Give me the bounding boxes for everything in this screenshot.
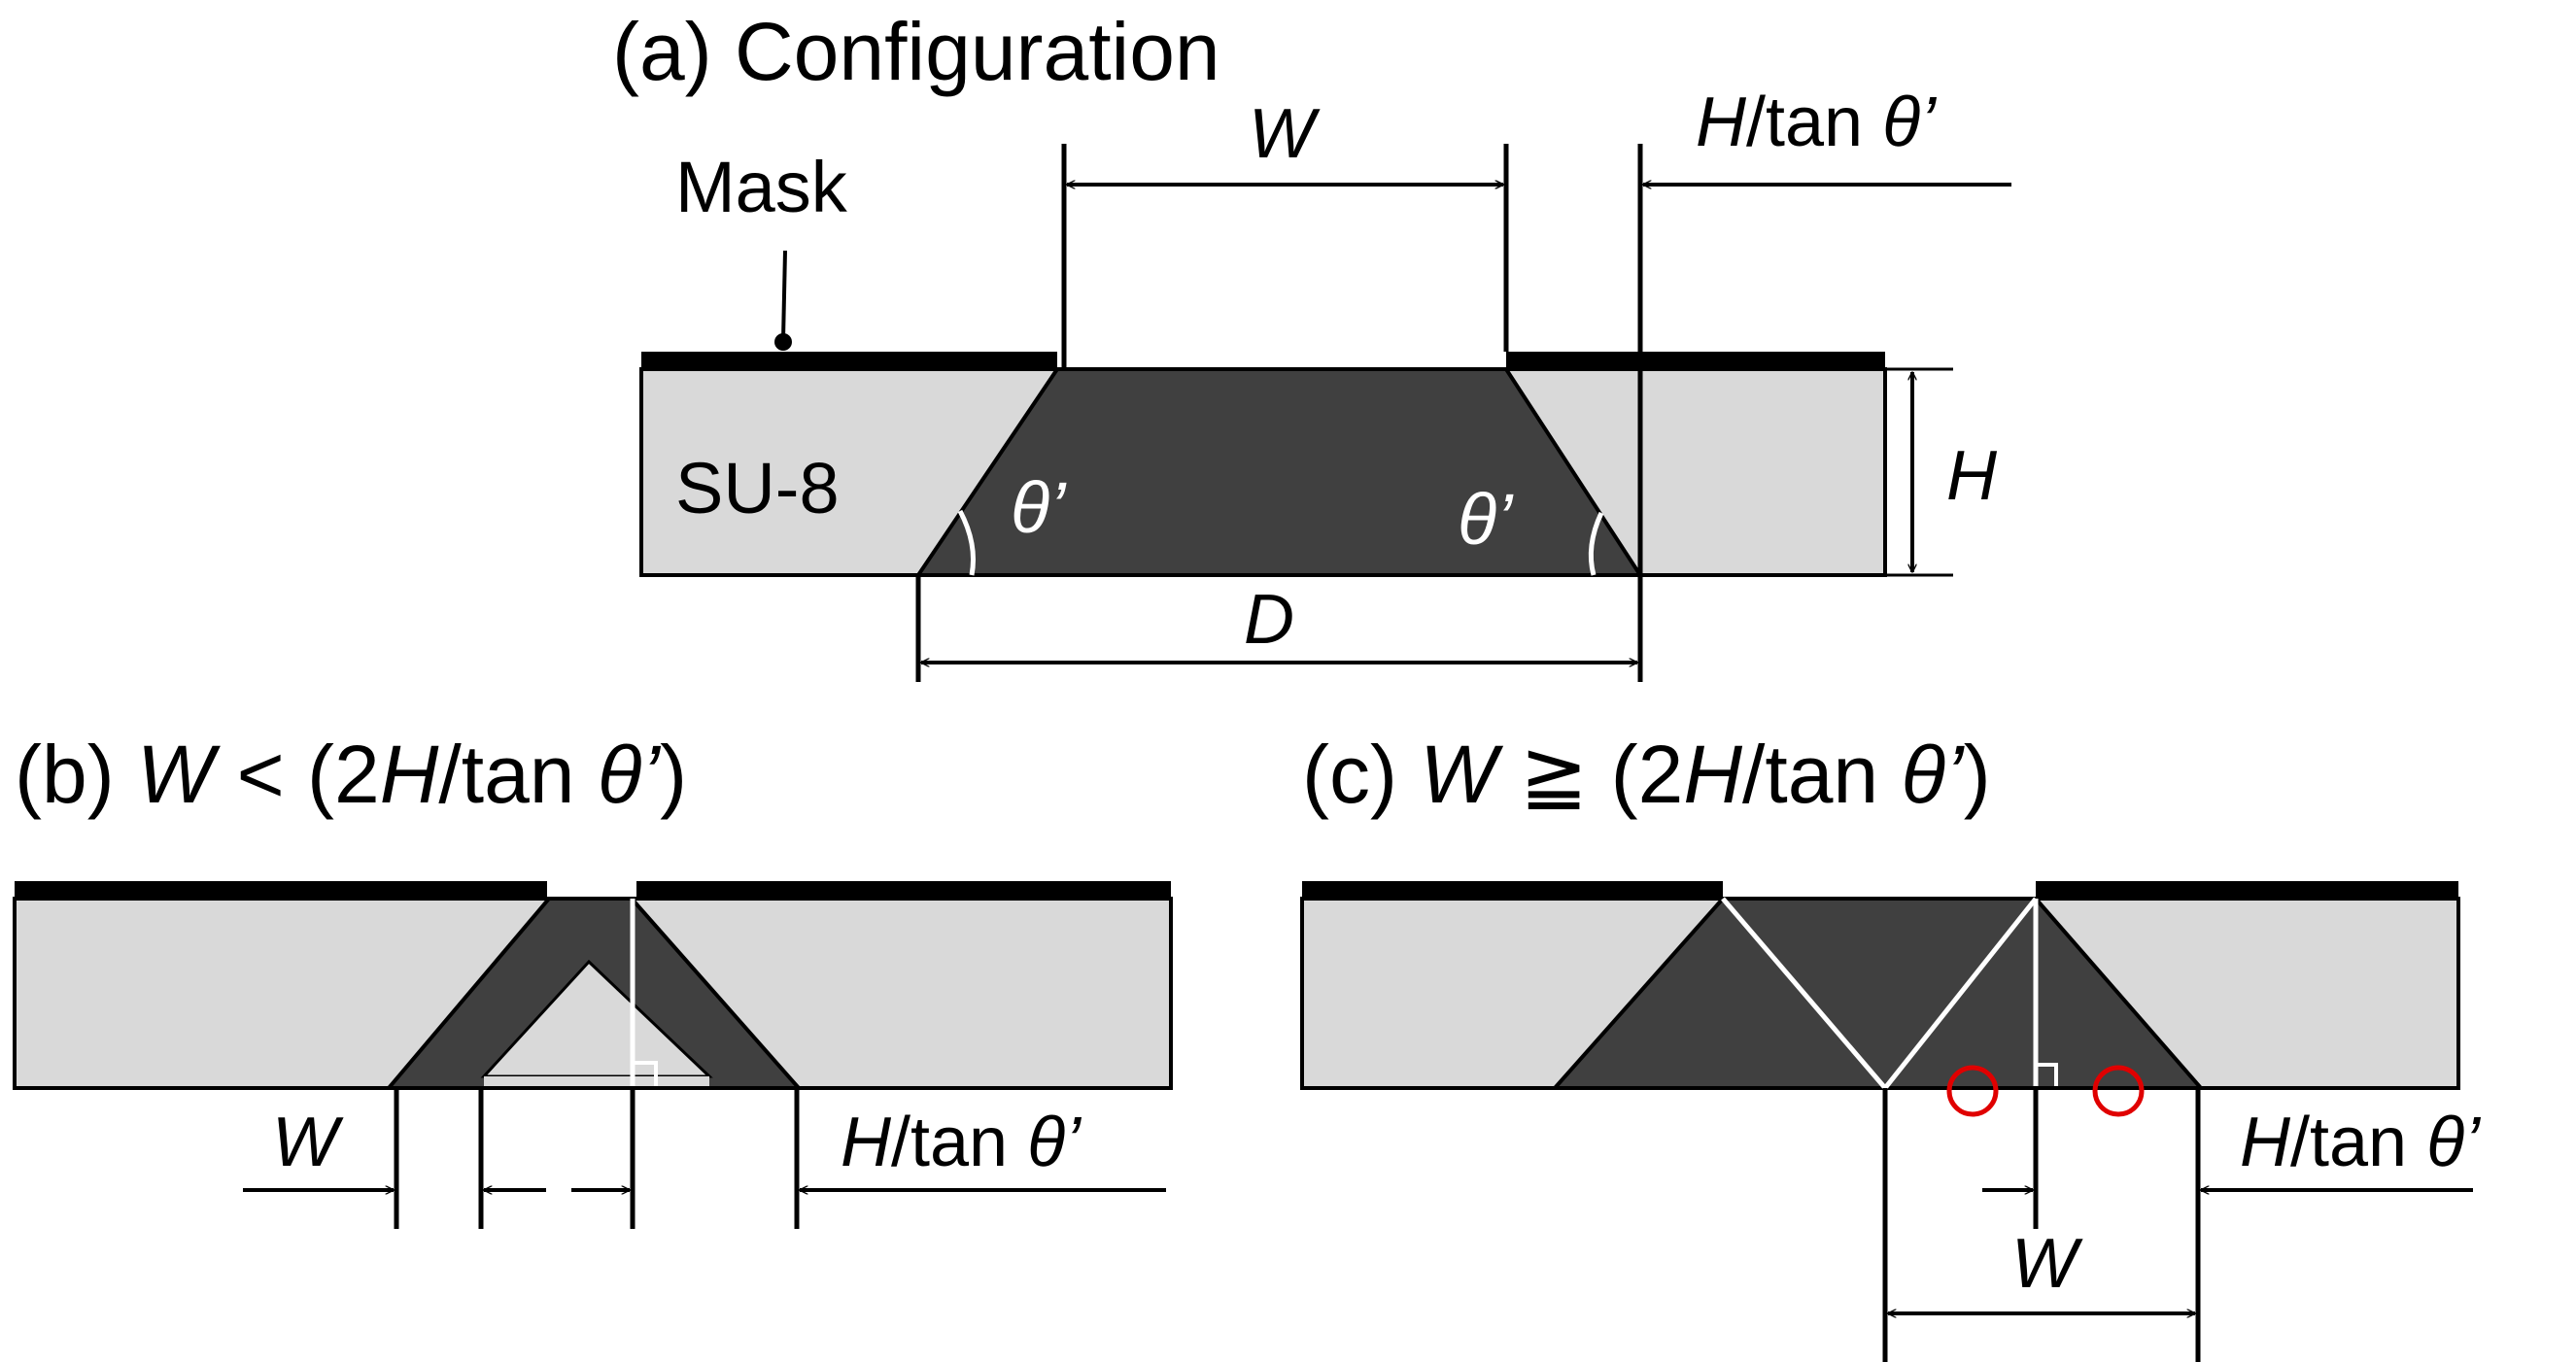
angle-arc-left [957,509,976,576]
c-offset-label: H/tan θ’ [2240,1104,2481,1181]
panel-a: (a) Configuration Mask SU-8 θ’ θ’ W H/ta… [612,6,2011,682]
su8-label: SU-8 [675,448,840,528]
mask-pointer-dot [774,333,792,351]
mask-right-a [1506,352,1885,369]
offset-label-a: H/tan θ’ [1696,84,1937,161]
h-label: H [1946,437,1998,515]
angle-label-right: θ’ [1458,479,1514,560]
angle-label-left: θ’ [1011,467,1067,548]
exposed-region-c [1550,897,2206,1090]
mask-left-b [15,881,547,899]
d-label: D [1244,581,1294,659]
c-w-label: W [2011,1225,2083,1303]
marker-circle-right [2092,1065,2145,1117]
mask-right-b [636,881,1171,899]
mask-label: Mask [675,147,848,227]
panel-a-title: (a) Configuration [612,6,1220,97]
panel-c: (c) W ≧ (2H/tan θ’) H/tan θ’ W [1300,729,2481,1362]
panel-b: (b) W < (2H/tan θ’) W H/tan θ’ [13,729,1173,1229]
mask-left-c [1302,881,1723,899]
unexposed-base-b [484,1076,709,1086]
b-offset-label: H/tan θ’ [841,1104,1082,1181]
mask-left-a [641,352,1057,369]
mask-pointer-line [781,250,787,341]
b-w-label: W [272,1104,344,1181]
right-angle-mark-b [633,1061,658,1086]
right-angle-mark-c [2036,1063,2058,1086]
panel-c-title: (c) W ≧ (2H/tan θ’) [1302,729,1991,820]
mask-right-c [2036,881,2458,899]
angle-arc-right [1588,511,1604,576]
w-label-a: W [1249,95,1321,173]
panel-b-title: (b) W < (2H/tan θ’) [15,729,687,820]
marker-circle-left [1946,1065,1999,1117]
